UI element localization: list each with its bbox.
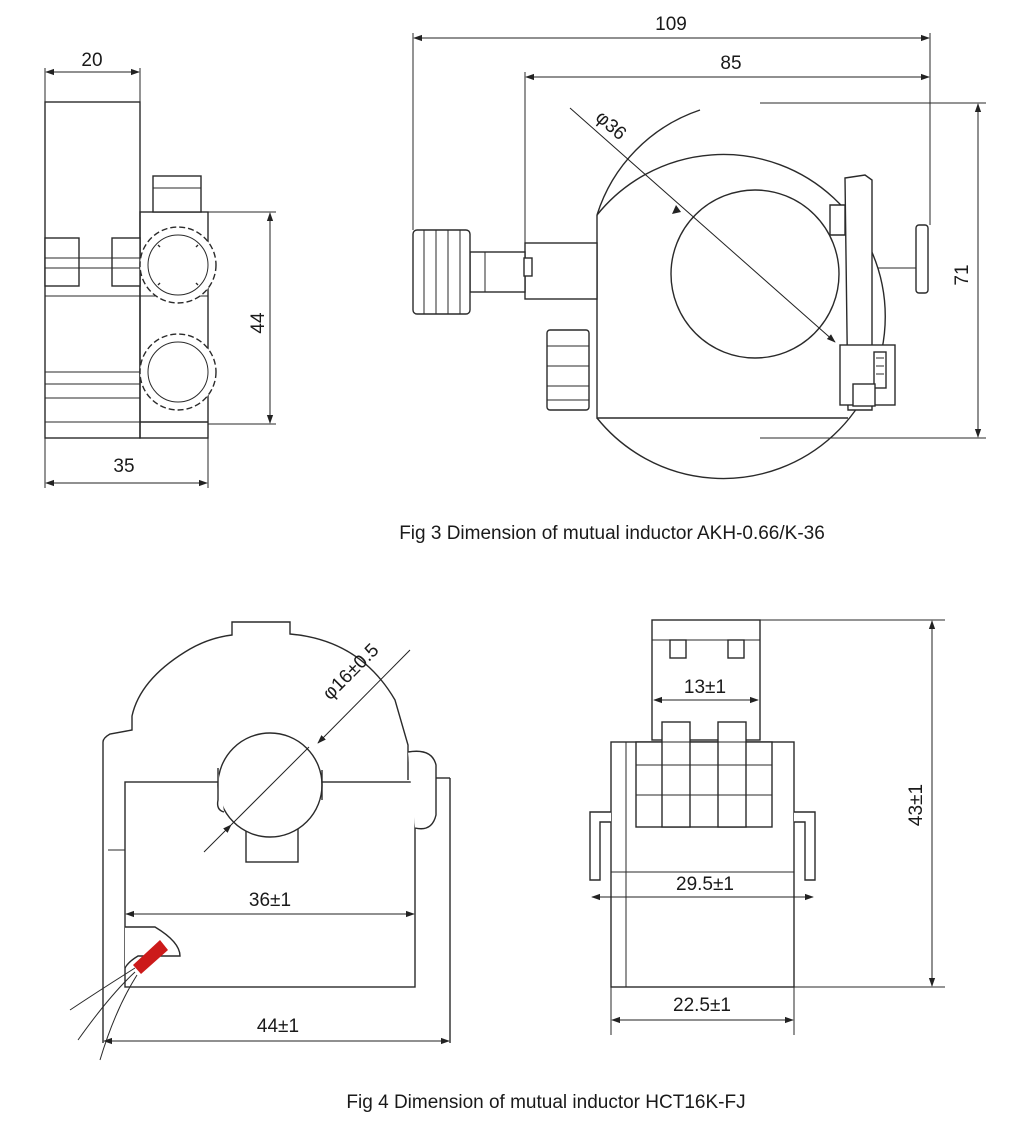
fig3-front-view: φ36 109 85 71: [412, 14, 986, 480]
dim-fig4-mid-width: 29.5±1: [676, 874, 734, 895]
lead-marker: [133, 940, 168, 974]
dim-fig4-top-width: 13±1: [684, 677, 726, 698]
fig4-front-view: φ16±0.5 36±1 44±1: [69, 621, 451, 1061]
dim-fig4-height: 43±1: [906, 784, 927, 826]
dim-fig4-outer-width: 44±1: [257, 1016, 299, 1037]
dim-front-width-body: 85: [720, 53, 741, 74]
dim-front-height: 71: [952, 264, 973, 285]
dim-side-width-bottom: 35: [113, 456, 134, 477]
fig3-side-view: 20 44 35: [44, 50, 276, 488]
fig3-caption: Fig 3 Dimension of mutual inductor AKH-0…: [399, 523, 825, 544]
dim-fig4-inner-width: 36±1: [249, 890, 291, 911]
fig4-caption: Fig 4 Dimension of mutual inductor HCT16…: [346, 1092, 745, 1113]
dim-front-hole-diameter: φ36: [591, 107, 630, 145]
adjuster-knob-lower: [139, 333, 217, 411]
dim-front-width-overall: 109: [655, 14, 687, 35]
dim-side-height: 44: [248, 312, 269, 334]
dim-fig4-bottom-width: 22.5±1: [673, 995, 731, 1016]
fig3-center-hole: [670, 189, 840, 359]
fig4-side-view: 13±1 29.5±1 22.5±1 43±1: [589, 619, 945, 1035]
dim-side-width-top: 20: [81, 50, 102, 71]
terminal-knob: [412, 229, 471, 315]
fig4-center-hole: [217, 732, 323, 838]
